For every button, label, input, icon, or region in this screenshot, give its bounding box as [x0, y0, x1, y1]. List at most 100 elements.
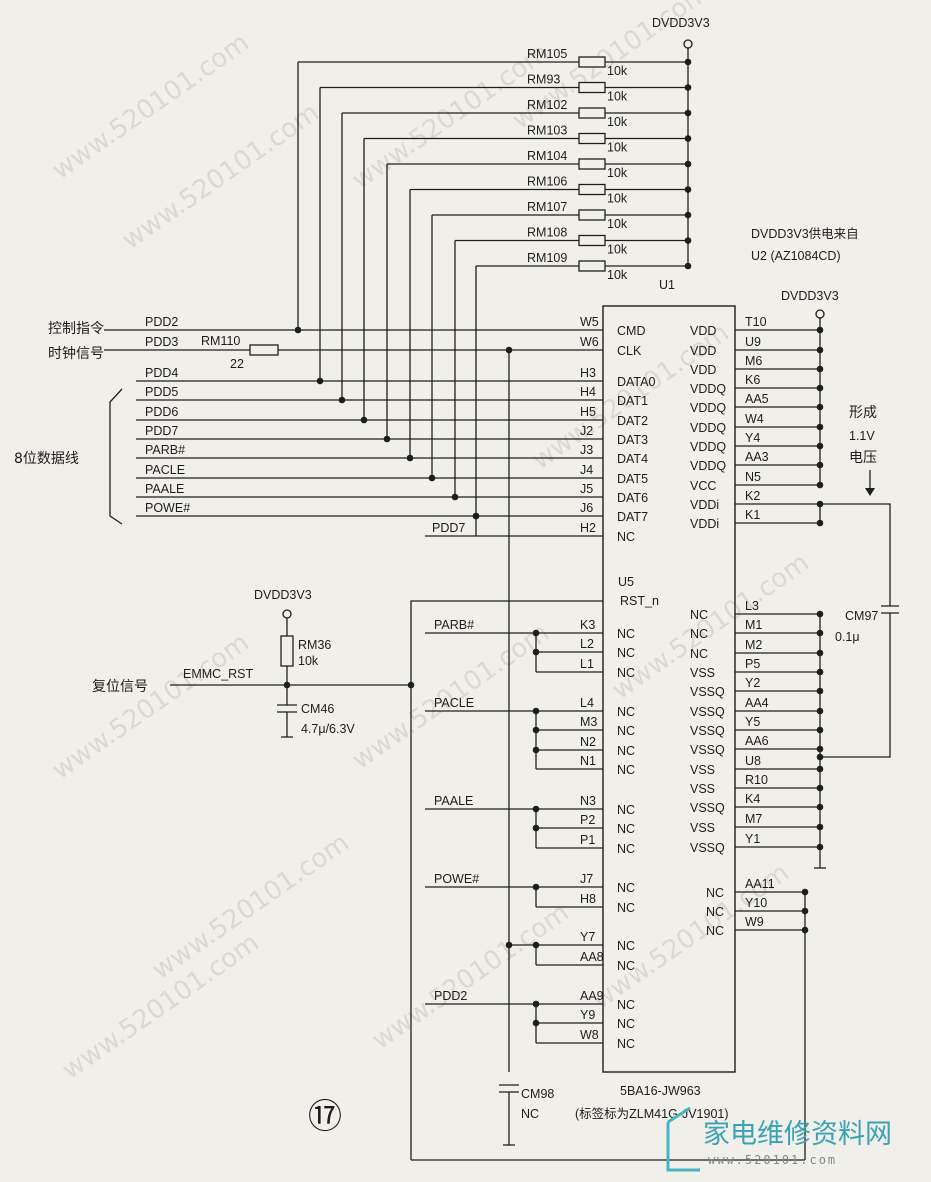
rm110-resistor [249, 344, 279, 356]
nc-function: NC [617, 881, 635, 895]
nc-function: NC [617, 822, 635, 836]
pin-label: J2 [580, 424, 593, 438]
rm110-ref: RM110 [201, 334, 240, 348]
pin-function: DAT6 [617, 491, 648, 505]
nc-function: NC [617, 842, 635, 856]
rst-pin: U5 [618, 575, 634, 589]
power-right-symbol [815, 309, 825, 319]
nc-function: NC [617, 646, 635, 660]
pin-label: H3 [580, 366, 596, 380]
nc-pin: L4 [580, 696, 594, 710]
pullup-ref: RM109 [527, 251, 567, 265]
pin-function: NC [706, 924, 724, 938]
pin-function: DAT3 [617, 433, 648, 447]
junction-dot [532, 805, 540, 813]
pin-label: K6 [745, 373, 760, 387]
net-label: PDD6 [145, 405, 178, 419]
junction-dot [684, 109, 692, 117]
cm46-ref: CM46 [301, 702, 334, 716]
pin-function: VDDi [690, 517, 719, 531]
junction-dot [532, 746, 540, 754]
pin-function: VSSQ [690, 724, 725, 738]
pin-label: W9 [745, 915, 764, 929]
nc-pin: N3 [580, 794, 596, 808]
junction-dot [532, 1019, 540, 1027]
pullup-ref: RM93 [527, 73, 560, 87]
pin-function: VDDQ [690, 421, 726, 435]
nc-pin: K3 [580, 618, 595, 632]
pullup-ref: RM105 [527, 47, 567, 61]
source-note-line1: DVDD3V3供电来自 [751, 227, 859, 241]
pullup-value: 10k [607, 217, 628, 231]
pin-function: VDD [690, 344, 716, 358]
pin-function: VDDQ [690, 440, 726, 454]
power-top-label: DVDD3V3 [652, 16, 710, 30]
pullup-resistor [578, 56, 606, 68]
pin-function: DAT2 [617, 414, 648, 428]
pullup-value: 10k [607, 64, 628, 78]
cm46-value: 4.7μ/6.3V [301, 722, 355, 736]
cm97-top-wire [820, 503, 891, 606]
emmc-rst-net: EMMC_RST [183, 667, 254, 681]
pin-label: P5 [745, 657, 760, 671]
nc-pin: P1 [580, 833, 595, 847]
pin-function: DATA0 [617, 375, 655, 389]
power-reset-symbol [282, 609, 292, 619]
watermark: www.520101.com [367, 898, 575, 1056]
rm36-ref: RM36 [298, 638, 331, 652]
pin-function: VDD [690, 363, 716, 377]
logo-url: www.520101.com [708, 1153, 837, 1167]
junction-dot [684, 237, 692, 244]
junction-dot [360, 416, 368, 424]
pin-label: U9 [745, 335, 761, 349]
pin-label: K1 [745, 508, 760, 522]
pin-function: VSSQ [690, 801, 725, 815]
pullup-resistor [578, 158, 606, 170]
nc-function: NC [617, 744, 635, 758]
clk-label: 时钟信号 [48, 345, 104, 362]
pin-label: M2 [745, 638, 762, 652]
reset-label: 复位信号 [92, 678, 148, 695]
rm110-value: 22 [230, 357, 244, 371]
pullup-value: 10k [607, 192, 628, 206]
pin-function: VSS [690, 782, 715, 796]
net-label: PDD3 [145, 335, 178, 349]
junction-dot [684, 160, 692, 168]
nc-pin: L2 [580, 637, 594, 651]
nc-pin: J7 [580, 872, 593, 886]
cm97-ref: CM97 [845, 609, 878, 623]
pin-label: W6 [580, 335, 599, 349]
net-label: PDD7 [145, 424, 178, 438]
nc-function: NC [617, 998, 635, 1012]
pin-function: VSSQ [690, 685, 725, 699]
pullup-ref: RM108 [527, 226, 567, 240]
junction-dot [816, 753, 824, 761]
pin-label: J4 [580, 463, 593, 477]
pin-label: H2 [580, 521, 596, 535]
pullup-value: 10k [607, 115, 628, 129]
junction-dot [684, 58, 692, 66]
pullup-value: 10k [607, 243, 628, 257]
net-label: PDD7 [432, 521, 465, 535]
nc-function: NC [617, 705, 635, 719]
nc-pin: Y9 [580, 1008, 595, 1022]
pullup-resistor [578, 107, 606, 119]
pin-function: VSSQ [690, 841, 725, 855]
pin-label: AA4 [745, 696, 769, 710]
pin-label: L3 [745, 599, 759, 613]
arrow-head [865, 488, 875, 496]
nc-pin: L1 [580, 657, 594, 671]
pullup-value: 10k [607, 268, 628, 282]
junction-dot [532, 648, 540, 656]
pullup-resistor [578, 132, 606, 145]
pin-function: DAT7 [617, 510, 648, 524]
source-note-line2: U2 (AZ1084CD) [751, 249, 841, 263]
pin-label: J5 [580, 482, 593, 496]
net-label: POWE# [145, 501, 190, 515]
nc-function: NC [617, 666, 635, 680]
data-bracket [109, 388, 123, 525]
pin-function: VSSQ [690, 743, 725, 757]
u1-body [602, 305, 736, 1073]
u1-ref: U1 [659, 278, 675, 292]
pin-label: Y2 [745, 676, 760, 690]
